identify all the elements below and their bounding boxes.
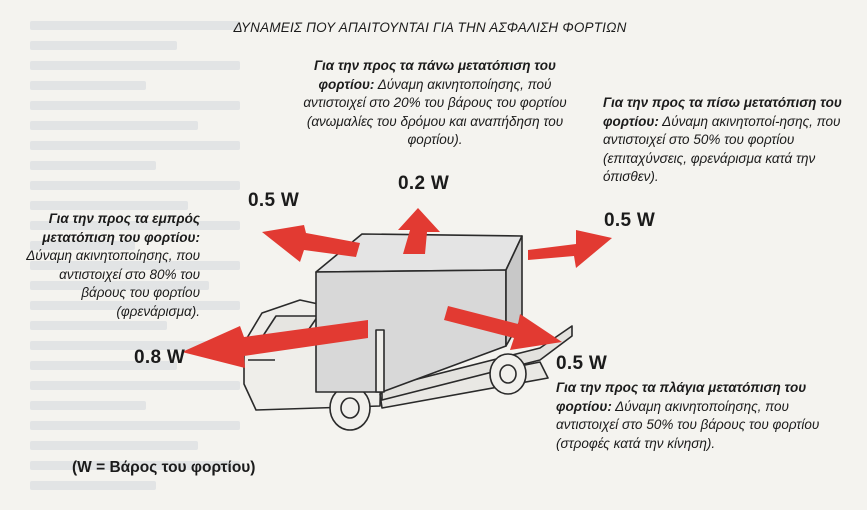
heading-upward: Για την προς τα πάνω μετατόπιση του φορτ… bbox=[313, 58, 557, 92]
text-block-upward-force: Για την προς τα πάνω μετατόπιση του φορτ… bbox=[290, 57, 580, 150]
force-arrows bbox=[182, 208, 612, 368]
diagram-title: ΔΥΝΑΜΕΙΣ ΠΟΥ ΑΠΑΙΤΟΥΝΤΑΙ ΓΙΑ ΤΗΝ ΑΣΦΑΛΙΣ… bbox=[233, 20, 627, 35]
text-upward: Δύναμη ακινητοποίησης, πού αντιστοιχεί σ… bbox=[303, 76, 567, 148]
arrow-front-up bbox=[262, 225, 360, 262]
arrow-back bbox=[528, 230, 612, 268]
heading-sideways: Για την προς τα πλάγια μετατόπιση του φο… bbox=[556, 380, 807, 414]
arrow-front bbox=[182, 320, 368, 368]
heading-forward: Για την προς τα εμπρός μετατόπιση του φο… bbox=[42, 211, 200, 245]
text-block-forward-force: Για την προς τα εμπρός μετατόπιση του φο… bbox=[20, 210, 200, 321]
text-backward: Δύναμη ακινητοποί-ησης, που αντιστοιχεί … bbox=[603, 113, 841, 185]
arrow-side bbox=[444, 306, 562, 350]
legend-weight: (W = Βάρος του φορτίου) bbox=[72, 459, 256, 476]
text-forward: Δύναμη ακινητοποίησης, που αντιστοιχεί σ… bbox=[26, 248, 200, 319]
text-block-backward-force: Για την προς τα πίσω μετατόπιση του φορτ… bbox=[603, 94, 843, 187]
force-label-forward: 0.8 W bbox=[134, 347, 186, 368]
text-block-sideways-force: Για την προς τα πλάγια μετατόπιση του φο… bbox=[556, 379, 846, 453]
force-label-front-upper: 0.5 W bbox=[248, 190, 300, 211]
force-label-upward: 0.2 W bbox=[398, 173, 450, 194]
heading-backward: Για την προς τα πίσω μετατόπιση του φορτ… bbox=[603, 95, 842, 129]
arrow-up bbox=[398, 208, 440, 254]
force-label-backward: 0.5 W bbox=[604, 210, 656, 231]
text-sideways: Δύναμη ακινητοποίησης, που αντιστοιχεί σ… bbox=[556, 398, 820, 451]
force-label-sideways: 0.5 W bbox=[556, 353, 608, 374]
